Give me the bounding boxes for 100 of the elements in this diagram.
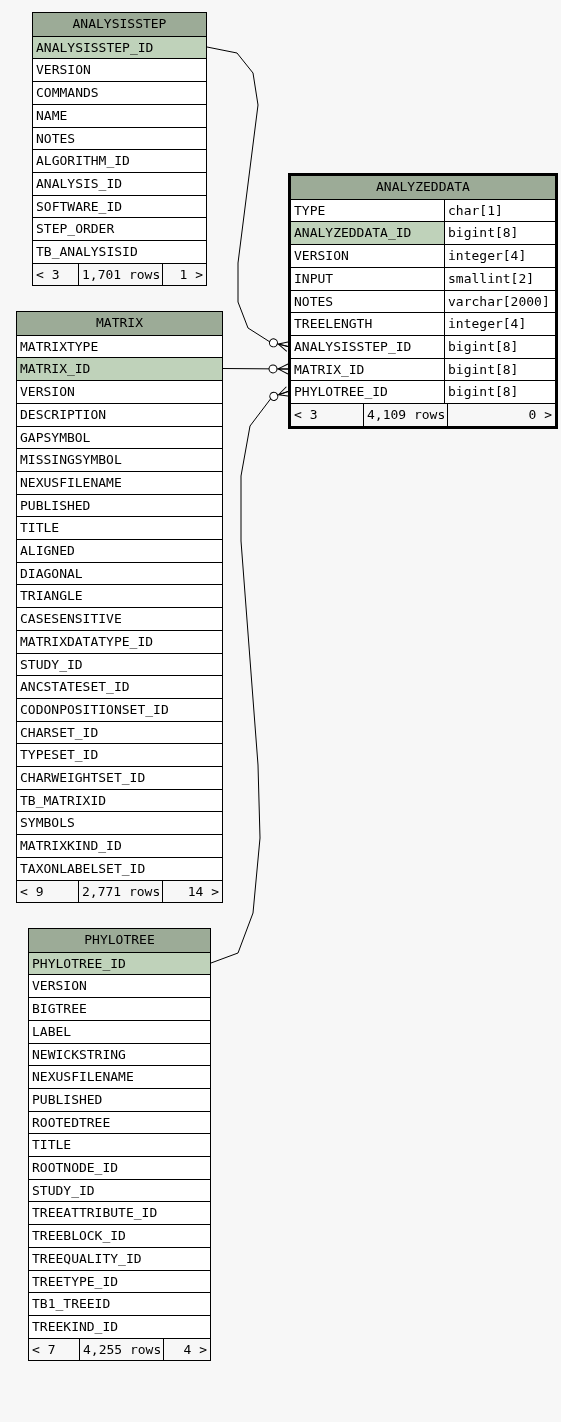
column-name: VERSION xyxy=(35,61,92,79)
column-name: TAXONLABELSET_ID xyxy=(19,860,147,878)
table-row xyxy=(32,81,207,104)
table-row xyxy=(288,380,558,403)
column-type: integer[4] xyxy=(447,247,528,265)
table-row xyxy=(28,1020,211,1043)
table-row xyxy=(16,698,223,721)
table-row xyxy=(28,1156,211,1179)
database-table xyxy=(288,173,558,429)
column-name: NEXUSFILENAME xyxy=(31,1068,135,1086)
column-name: TITLE xyxy=(31,1136,73,1154)
table-row xyxy=(16,335,223,357)
table-row xyxy=(16,721,223,743)
column-name: ROOTEDTREE xyxy=(31,1114,112,1132)
column-name: TREEBLOCK_ID xyxy=(31,1227,127,1245)
table-row xyxy=(288,335,558,358)
column-name: SOFTWARE_ID xyxy=(35,198,124,216)
table-row xyxy=(32,149,207,172)
column-name: COMMANDS xyxy=(35,84,100,102)
column-name: TYPESET_ID xyxy=(19,746,100,764)
table-row xyxy=(32,172,207,195)
table-row xyxy=(16,653,223,675)
column-name: SYMBOLS xyxy=(19,814,76,832)
table-row xyxy=(288,312,558,335)
column-type: integer[4] xyxy=(447,315,528,333)
table-row xyxy=(16,743,223,766)
table-row xyxy=(28,997,211,1020)
table-row xyxy=(16,471,223,494)
table-row xyxy=(16,811,223,834)
column-name: STUDY_ID xyxy=(31,1182,96,1200)
table-row xyxy=(16,539,223,562)
table-row xyxy=(16,834,223,857)
table-row xyxy=(28,1179,211,1201)
primary-key-row xyxy=(32,36,207,58)
column-name: BIGTREE xyxy=(31,1000,88,1018)
parent-count: < 9 xyxy=(17,881,79,902)
column-name: DESCRIPTION xyxy=(19,406,108,424)
column-name: CHARSET_ID xyxy=(19,724,100,742)
table-row xyxy=(28,1247,211,1270)
column-name: NAME xyxy=(35,107,69,125)
column-name: STUDY_ID xyxy=(19,656,84,674)
relationship-line xyxy=(206,46,290,352)
table-row xyxy=(16,494,223,516)
table-row xyxy=(16,675,223,698)
column-name: DIAGONAL xyxy=(19,565,84,583)
table-row xyxy=(28,1133,211,1156)
column-name: TREEKIND_ID xyxy=(31,1318,120,1336)
table-row xyxy=(288,267,558,290)
column-name: MATRIXKIND_ID xyxy=(19,837,123,855)
table-row xyxy=(16,584,223,607)
column-name: LABEL xyxy=(31,1023,73,1041)
column-type: smallint[2] xyxy=(447,270,536,288)
table-row xyxy=(28,1270,211,1292)
column-type: bigint[8] xyxy=(447,361,520,379)
table-row xyxy=(288,199,558,221)
table-footer xyxy=(288,403,558,429)
table-row xyxy=(288,290,558,312)
column-type: bigint[8] xyxy=(447,383,520,401)
table-row xyxy=(16,789,223,811)
table-row xyxy=(288,244,558,267)
table-row xyxy=(28,1292,211,1315)
table-row xyxy=(16,403,223,426)
primary-key-row xyxy=(28,952,211,974)
column-name: ANALYSISSTEP_ID xyxy=(35,39,155,57)
column-name: MISSINGSYMBOL xyxy=(19,451,123,469)
table-name: ANALYZEDDATA xyxy=(288,173,558,199)
column-name: MATRIXDATATYPE_ID xyxy=(19,633,155,651)
column-name: TB1_TREEID xyxy=(31,1295,112,1313)
child-count: 14 > xyxy=(186,883,220,901)
column-name: MATRIXTYPE xyxy=(19,338,100,356)
table-row xyxy=(32,58,207,81)
column-name: TRIANGLE xyxy=(19,587,84,605)
column-name: TREEATTRIBUTE_ID xyxy=(31,1204,159,1222)
column-name: VERSION xyxy=(31,977,88,995)
table-row xyxy=(28,1088,211,1111)
table-row xyxy=(32,240,207,263)
table-row xyxy=(28,1201,211,1224)
column-type: bigint[8] xyxy=(447,224,520,242)
parent-count: < 7 xyxy=(29,1339,80,1360)
primary-key-row xyxy=(16,357,223,380)
table-row xyxy=(28,1224,211,1247)
column-name: CASESENSITIVE xyxy=(19,610,123,628)
row-count: 1,701 rows xyxy=(79,264,163,285)
parent-count: < 3 xyxy=(33,264,79,285)
table-row xyxy=(16,516,223,539)
column-name: PUBLISHED xyxy=(31,1091,104,1109)
column-type: bigint[8] xyxy=(447,338,520,356)
column-name: PHYLOTREE_ID xyxy=(31,955,127,973)
column-type: varchar[2000] xyxy=(447,293,551,311)
column-type: char[1] xyxy=(447,202,504,220)
table-row xyxy=(32,217,207,240)
row-count: 2,771 rows xyxy=(79,881,163,902)
table-row xyxy=(288,358,558,380)
column-name: ALIGNED xyxy=(19,542,76,560)
database-table xyxy=(28,928,211,1361)
table-row xyxy=(32,104,207,127)
row-count: 4,255 rows xyxy=(80,1339,164,1360)
column-name: NEWICKSTRING xyxy=(31,1046,127,1064)
table-row xyxy=(16,766,223,789)
column-name: TB_ANALYSISID xyxy=(35,243,139,261)
